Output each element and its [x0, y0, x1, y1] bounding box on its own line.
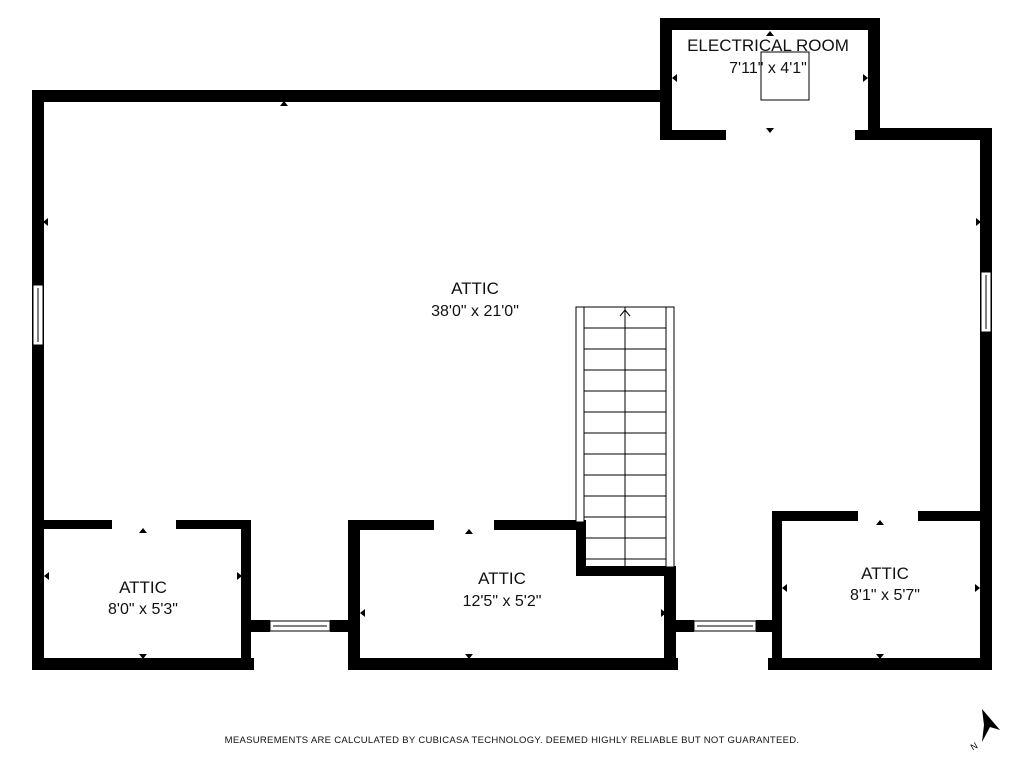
measurement-disclaimer: MEASUREMENTS ARE CALCULATED BY CUBICASA …	[224, 735, 800, 746]
windows	[32, 271, 992, 632]
north-arrow-label: N	[969, 740, 980, 752]
attic-main-dims: 38'0" x 21'0"	[431, 303, 519, 320]
stair-up-arrow-icon	[619, 309, 631, 320]
north-arrow-icon: N	[969, 709, 1000, 752]
attic-s-dims: 12'5" x 5'2"	[463, 593, 542, 610]
attic-se-name: ATTIC	[861, 564, 909, 583]
electrical-room-dims: 7'11" x 4'1"	[729, 60, 807, 77]
attic-hatch	[760, 51, 810, 101]
dimension-markers	[43, 31, 981, 659]
staircase	[575, 306, 675, 568]
attic-sw-name: ATTIC	[119, 578, 167, 597]
attic-sw-dims: 8'0" x 5'3"	[108, 601, 178, 618]
attic-s-name: ATTIC	[478, 569, 526, 588]
attic-main-name: ATTIC	[451, 279, 499, 298]
walls	[32, 18, 992, 670]
electrical-room-name: ELECTRICAL ROOM	[687, 36, 849, 55]
attic-se-dims: 8'1" x 5'7"	[850, 587, 920, 604]
